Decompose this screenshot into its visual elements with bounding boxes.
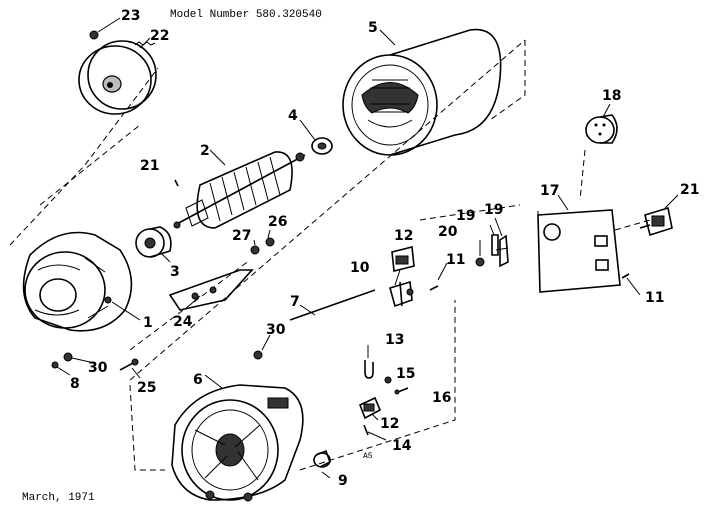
callout-17: 16 [432,390,451,406]
part-22-washer [475,257,485,267]
part-10-bracket [389,280,414,308]
callout-23: 21 [140,158,159,174]
callout-leaders [56,17,679,479]
callout-6: 6 [193,372,203,388]
callout-19-upper: 18 [602,88,621,104]
part-12-switch [391,246,415,272]
part-15-clip [363,424,369,436]
part-21-component [639,206,673,237]
callout-15: 14 [392,438,412,454]
part-11-screw-right [621,273,630,279]
part-8-screw [51,361,59,369]
callout-10: 10 [350,260,370,276]
callout-28: 26 [268,214,287,230]
a5-mark: A5 [363,452,373,461]
callout-7: 7 [290,294,300,310]
callout-30-upper: 30 [266,322,286,338]
part-27-screw [119,358,139,371]
callout-16: 15 [396,366,415,382]
part-6-rear-end-bell [171,384,304,502]
part-7-rod [289,289,376,321]
callout-26: 24 [173,314,193,330]
callout-25: 23 [121,8,140,24]
callout-2: 2 [200,143,210,159]
part-11-screw [429,285,439,291]
part-28-washer [265,237,275,247]
callout-22: 20 [438,224,458,240]
part-2-armature [173,151,306,229]
callout-29: 27 [232,228,251,244]
callout-numbers: 23 22 5 4 2 21 27 26 3 1 24 7 30 30 8 25… [70,8,699,489]
part-1-end-bell [22,231,133,332]
part-23-key [174,179,179,187]
part-25-nut [89,30,99,40]
part-4-bearing [311,137,333,155]
part-29-washer [250,245,260,255]
callout-20: 19 [456,208,475,224]
callout-1: 1 [143,315,153,331]
callout-12: 12 [394,228,413,244]
callout-9: 9 [338,473,348,489]
part-17-screw [394,387,409,395]
part-18-plate [537,209,621,293]
part-24-pulley [78,40,157,115]
part-30-washer-upper [253,350,263,360]
part-26-brush-plate [168,269,254,311]
model-number-label: Model Number 580.320540 [170,9,322,21]
part-13-terminal-block [358,396,382,420]
callout-3: 3 [170,264,180,280]
part-9-bearing [313,449,331,468]
callout-27: 25 [137,380,156,396]
callout-13: 12 [380,416,399,432]
callout-14: 13 [385,332,404,348]
callout-11: 11 [446,252,465,268]
callout-5: 5 [368,20,378,36]
callout-24: 22 [150,28,169,44]
date-label: March, 1971 [22,492,95,504]
callout-4: 4 [288,108,298,124]
callout-21: 21 [680,182,699,198]
part-5-motor-housing [342,28,502,156]
callout-19-lower: 19 [484,202,503,218]
part-16-screw [384,376,392,384]
part-3-bearing-sleeve [135,226,172,258]
callout-18: 17 [540,183,559,199]
callout-30-lower: 30 [88,360,108,376]
part-19-bracket [495,234,509,268]
callout-8: 8 [70,376,80,392]
callout-11-right: 11 [645,290,664,306]
part-19-connector [585,114,618,144]
part-20-capacitor-clip [491,234,499,256]
part-14-clip [364,360,374,379]
part-30-washer-lower [63,352,73,362]
